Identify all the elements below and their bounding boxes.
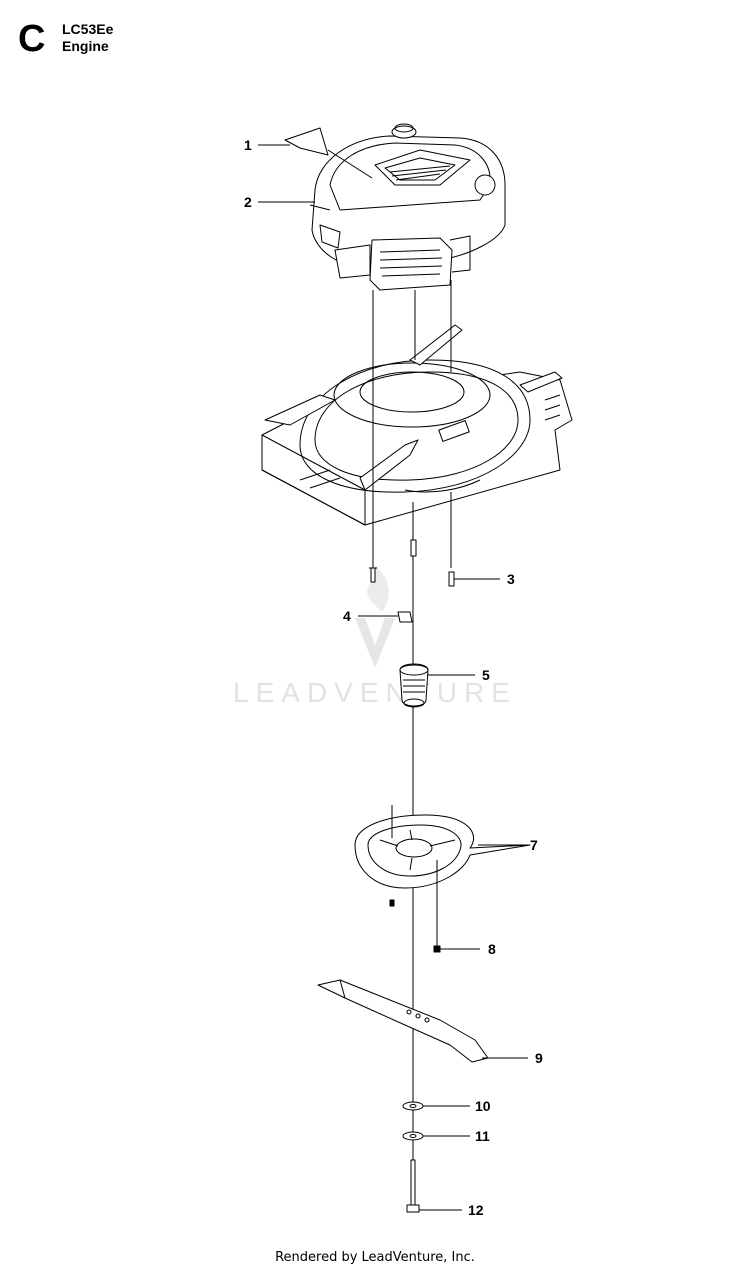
part-2-engine [309,123,506,291]
part-11-washer [402,1131,424,1141]
callout-10: 10 [475,1098,491,1114]
part-12-bolt [406,1159,420,1213]
part-8-nut [433,945,441,953]
part-7-blade-carrier [354,805,531,907]
footer-credit: Rendered by LeadVenture, Inc. [275,1250,475,1265]
watermark-text: LEADVENTURE [233,677,517,708]
part-3-bolt [369,539,500,587]
part-9-blade [317,979,489,1063]
part-5-adapter [399,663,475,708]
callout-3: 3 [507,571,515,587]
callout-1: 1 [244,137,252,153]
callout-2: 2 [244,194,252,210]
section-title: Engine [62,38,109,54]
part-1-decal [284,127,329,156]
watermark: LEADVENTURE [233,565,517,708]
callout-12: 12 [468,1202,484,1218]
deck-housing [261,324,573,526]
part-10-washer [402,1101,424,1111]
part-4-key [397,611,413,623]
callout-7: 7 [530,837,538,853]
callout-11: 11 [475,1128,490,1144]
callout-8: 8 [488,941,496,957]
watermark-logo-icon [355,618,395,668]
callout-9: 9 [535,1050,543,1066]
callout-5: 5 [482,667,490,683]
callout-4: 4 [343,608,351,624]
section-letter: C [18,18,46,60]
model-number: LC53Ee [62,21,114,37]
